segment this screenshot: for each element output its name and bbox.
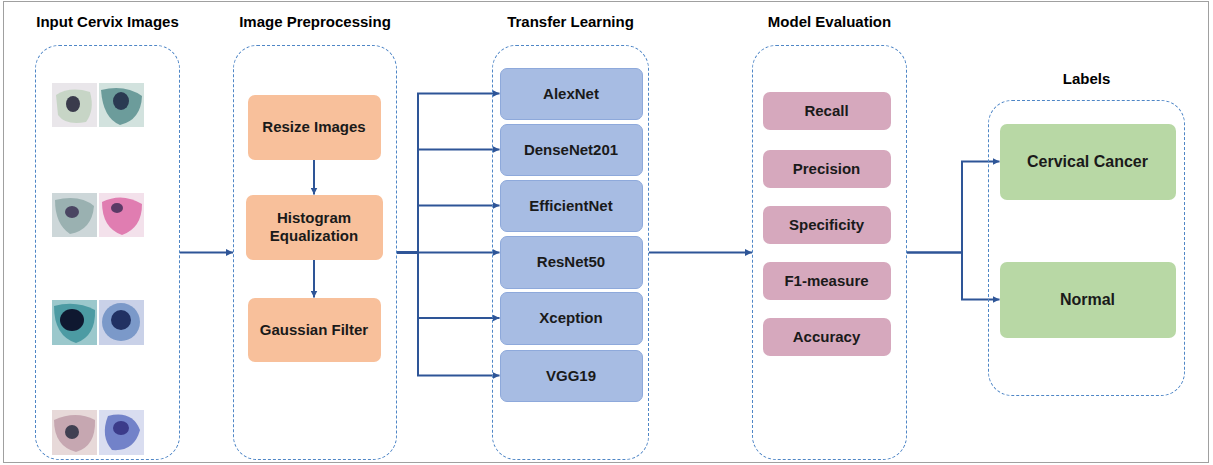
column-heading: Model Evaluation	[768, 13, 891, 30]
box-label: ResNet50	[537, 253, 605, 271]
cell-thumbnail	[52, 410, 97, 455]
model-box: AlexNet	[500, 68, 643, 120]
flow-arrow	[313, 160, 315, 195]
model-box: Xception	[500, 292, 643, 345]
box-label: Resize Images	[262, 118, 365, 136]
box-label: Recall	[804, 102, 848, 120]
model-box: EfficientNet	[500, 180, 643, 232]
column-heading: Labels	[1063, 70, 1111, 87]
flow-arrow	[907, 253, 1000, 300]
column-heading: Transfer Learning	[507, 13, 634, 30]
box-label: EfficientNet	[529, 197, 612, 215]
cell-thumbnail	[99, 410, 144, 455]
column-heading: Input Cervix Images	[36, 13, 179, 30]
flow-arrow	[397, 206, 500, 253]
group-column: LabelsCervical CancerNormal	[988, 100, 1185, 396]
box-label: Precision	[793, 160, 861, 178]
box-label: AlexNet	[543, 85, 599, 103]
box-label: F1-measure	[784, 272, 868, 290]
group-column: Model EvaluationRecallPrecisionSpecifici…	[752, 45, 907, 460]
flow-arrow	[397, 253, 500, 376]
box-label: Xception	[539, 309, 602, 327]
process-box: Gaussian Filter	[248, 298, 381, 362]
model-box: VGG19	[500, 350, 643, 402]
column-heading: Image Preprocessing	[239, 13, 391, 30]
label-box: Cervical Cancer	[1000, 124, 1176, 200]
cell-thumbnail	[52, 193, 97, 237]
model-box: ResNet50	[500, 236, 643, 289]
group-column: Image PreprocessingResize ImagesHistogra…	[233, 45, 397, 460]
box-label: Histogram Equalization	[252, 209, 377, 245]
label-box: Normal	[1000, 262, 1176, 338]
group-column: Transfer LearningAlexNetDenseNet201Effic…	[492, 45, 649, 460]
cell-thumbnail	[99, 300, 144, 345]
group-column: Input Cervix Images	[35, 45, 180, 460]
flow-arrow	[649, 252, 752, 254]
metric-box: F1-measure	[763, 262, 891, 300]
flow-arrow	[397, 150, 500, 253]
flow-arrow	[313, 260, 315, 298]
box-label: Accuracy	[793, 328, 861, 346]
box-label: Normal	[1060, 290, 1115, 309]
process-box: Histogram Equalization	[246, 195, 383, 260]
box-label: Specificity	[789, 216, 864, 234]
metric-box: Recall	[763, 92, 891, 130]
flow-arrow	[397, 94, 500, 253]
box-label: Cervical Cancer	[1027, 152, 1148, 171]
cell-thumbnail	[52, 300, 97, 345]
flow-arrow	[180, 252, 233, 254]
metric-box: Precision	[763, 150, 891, 188]
cell-thumbnail	[52, 83, 97, 127]
cell-thumbnail	[99, 83, 144, 127]
metric-box: Specificity	[763, 206, 891, 244]
box-label: Gaussian Filter	[260, 321, 368, 339]
process-box: Resize Images	[248, 95, 381, 160]
model-box: DenseNet201	[500, 124, 643, 176]
metric-box: Accuracy	[763, 318, 891, 356]
flow-arrow	[907, 162, 1000, 253]
box-label: VGG19	[546, 367, 596, 385]
flow-arrow	[397, 253, 500, 319]
cell-thumbnail	[99, 193, 144, 237]
box-label: DenseNet201	[524, 141, 618, 159]
